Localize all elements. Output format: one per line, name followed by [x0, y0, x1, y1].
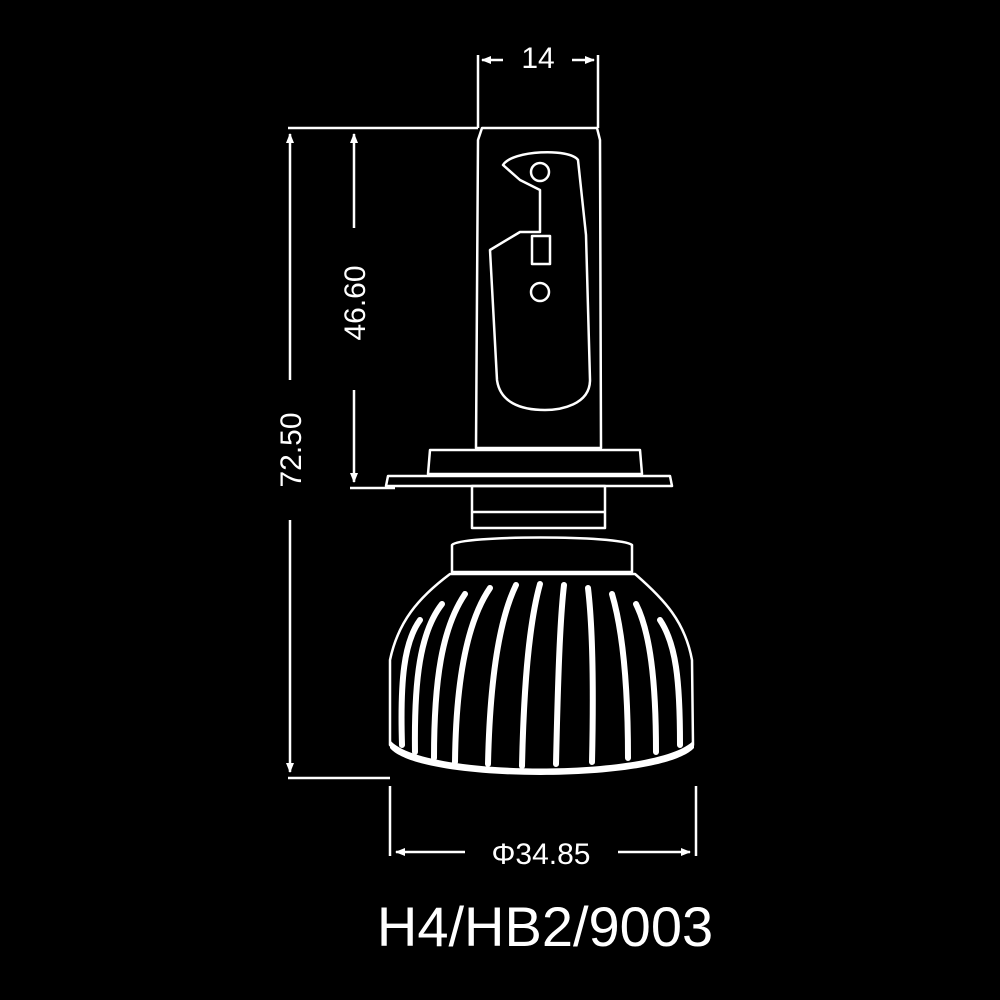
- mounting-flange-top: [426, 448, 644, 476]
- dim-label-height-total: 72.50: [275, 412, 308, 487]
- heat-sink-base-ring: [390, 740, 694, 775]
- led-chip-tab: [530, 234, 552, 266]
- dimension-lines: [286, 55, 698, 856]
- heat-sink-fins: [398, 581, 683, 769]
- dim-label-height-partial: 46.60: [339, 265, 372, 340]
- mounting-flange-plate: [384, 474, 674, 488]
- dim-label-diameter: Φ34.85: [491, 838, 590, 871]
- led-bulb-drawing: [384, 126, 695, 774]
- model-label: H4/HB2/9003: [377, 895, 713, 958]
- heat-sink-collar: [450, 536, 634, 574]
- dim-label-width-top: 14: [521, 42, 554, 75]
- led-chip-bottom: [529, 281, 551, 303]
- led-chip-top: [529, 161, 551, 183]
- bulb-neck: [470, 484, 607, 530]
- led-chip-window: [488, 151, 592, 412]
